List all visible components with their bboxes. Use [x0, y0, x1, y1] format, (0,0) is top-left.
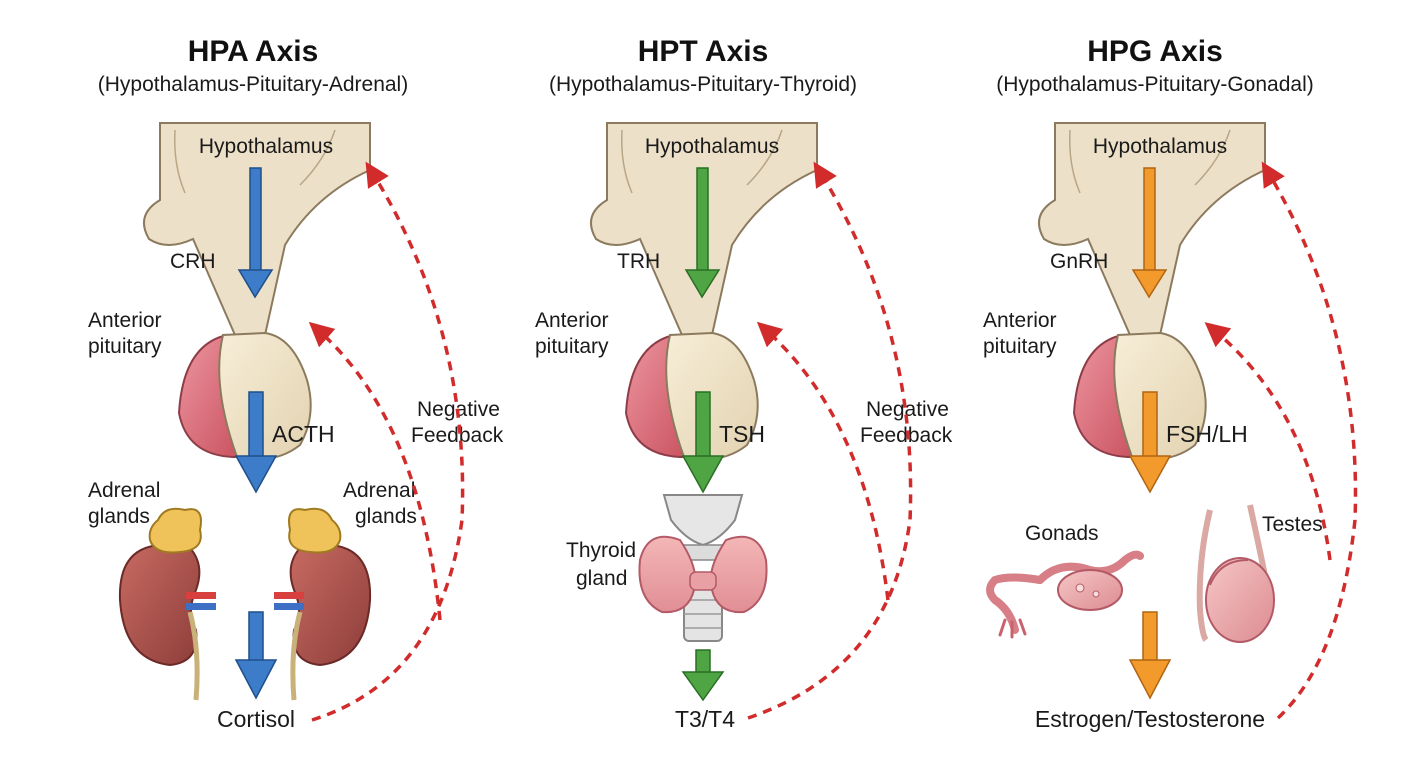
hpg-gonads-label: Gonads — [1025, 522, 1099, 545]
hpg-testes-label: Testes — [1262, 513, 1323, 536]
hpt-t3t4-arrow — [681, 649, 725, 702]
hpt-tsh-arrow — [681, 391, 725, 494]
hpg-subtitle: (Hypothalamus-Pituitary-Gonadal) — [996, 73, 1313, 96]
hpt-t3t4-label: T3/T4 — [675, 706, 735, 732]
hpg-hypothalamus-label: Hypothalamus — [1093, 135, 1227, 158]
hpt-feedback-to-hypothalamus-arrow — [747, 161, 913, 720]
hpa-panel: HPA Axis (Hypothalamus-Pituitary-Adrenal… — [88, 35, 504, 732]
hpt-panel: HPT Axis (Hypothalamus-Pituitary-Thyroid… — [535, 35, 953, 732]
hpa-feedback-to-hypothalamus-arrow — [311, 161, 465, 722]
hpt-trh-arrow — [684, 167, 721, 299]
hpg-title: HPG Axis — [1087, 35, 1223, 68]
hpa-pituitary-label-line1: Anterior — [88, 309, 162, 332]
hpa-cortisol-label: Cortisol — [217, 706, 295, 732]
hpt-subtitle: (Hypothalamus-Pituitary-Thyroid) — [549, 73, 857, 96]
hpa-cortisol-arrow — [234, 611, 278, 700]
hpg-panel: HPG Axis (Hypothalamus-Pituitary-Gonadal… — [983, 35, 1358, 732]
hpg-sex-hormone-label: Estrogen/Testosterone — [1035, 706, 1265, 732]
hpt-tsh-label: TSH — [719, 421, 765, 447]
hpt-pituitary-label-line2: pituitary — [535, 335, 609, 358]
hpa-left-gland-label-line1: Adrenal — [88, 479, 160, 502]
hpa-pituitary-label-line2: pituitary — [88, 335, 162, 358]
hpt-hypothalamus-label: Hypothalamus — [645, 135, 779, 158]
hpa-title: HPA Axis — [188, 35, 319, 68]
hpg-pituitary-label-line2: pituitary — [983, 335, 1057, 358]
hpg-gnrh-label: GnRH — [1050, 250, 1108, 273]
hpg-gnrh-arrow — [1131, 167, 1168, 299]
hpt-gland-label-line2: gland — [576, 567, 627, 590]
hpt-feedback-label-line2: Feedback — [860, 424, 953, 447]
hpg-feedback-to-hypothalamus-arrow — [1261, 161, 1358, 720]
hpa-feedback-label-line2: Feedback — [411, 424, 504, 447]
hpa-crh-label: CRH — [170, 250, 216, 273]
hpa-hypothalamus-label: Hypothalamus — [199, 135, 333, 158]
hpg-feedback-to-pituitary-arrow — [1204, 322, 1332, 561]
hpa-feedback-to-pituitary-arrow — [308, 321, 442, 621]
hpa-left-gland-label-line2: glands — [88, 505, 150, 528]
hpa-right-gland-label-line1: Adrenal — [343, 479, 415, 502]
hpa-subtitle: (Hypothalamus-Pituitary-Adrenal) — [98, 73, 408, 96]
hpa-acth-label: ACTH — [272, 421, 335, 447]
hpg-testis-illustration — [1196, 504, 1275, 643]
hpt-trh-label: TRH — [617, 250, 660, 273]
hpa-right-kidney-illustration — [274, 507, 372, 701]
hpa-acth-arrow — [234, 391, 278, 494]
hpt-feedback-label-line1: Negative — [866, 398, 949, 421]
hpt-title: HPT Axis — [638, 35, 769, 68]
hpt-feedback-to-pituitary-arrow — [756, 321, 890, 601]
hpt-pituitary-label-line1: Anterior — [535, 309, 609, 332]
hpg-sex-hormone-arrow — [1128, 611, 1172, 700]
hpg-fshlh-arrow — [1128, 391, 1172, 494]
hpt-thyroid-illustration — [638, 494, 768, 642]
hpg-ovary-illustration — [986, 550, 1144, 639]
hpa-crh-arrow — [237, 167, 274, 299]
hpg-pituitary-label-line1: Anterior — [983, 309, 1057, 332]
hpt-gland-label-line1: Thyroid — [566, 539, 636, 562]
hpa-right-gland-label-line2: glands — [355, 505, 417, 528]
hpa-left-kidney-illustration — [118, 507, 216, 701]
hpg-fshlh-label: FSH/LH — [1166, 421, 1248, 447]
